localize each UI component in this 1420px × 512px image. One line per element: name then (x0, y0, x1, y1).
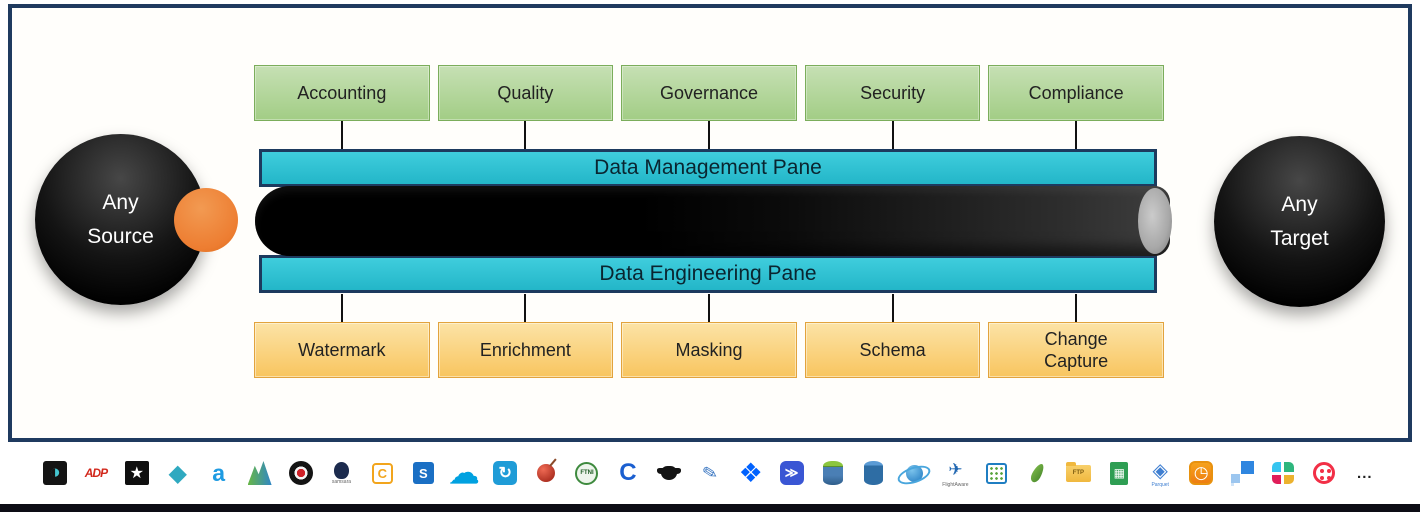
engineering-function-box-cell: Schema (804, 294, 981, 378)
pipe-end-cap (1138, 188, 1172, 254)
leaf-logo (1024, 447, 1050, 499)
engineering-function-box-label: Enrichment (479, 339, 571, 360)
management-function-box-label: Accounting (297, 82, 387, 103)
engineering-function-box: Watermark (254, 322, 430, 378)
management-function-box: Security (804, 65, 981, 121)
sharepoint-logo: S (410, 447, 436, 499)
data-engineering-pane-label: Data Engineering Pane (599, 262, 817, 285)
connector-line (1075, 121, 1078, 149)
engineering-row: Watermark Enrichment Masking Schema Change C… (254, 294, 1164, 378)
connector-line (524, 121, 527, 149)
connector-line (524, 294, 527, 322)
connector-line (1075, 294, 1078, 322)
management-function-box-label: Quality (497, 82, 554, 103)
engineering-function-box-cell: Enrichment (437, 294, 614, 378)
disc-logo: ◑ (42, 447, 68, 499)
teal-diamond-logo: ◆ (168, 459, 187, 487)
engineering-function-box-label: Watermark (298, 339, 386, 360)
management-function-box: Accounting (254, 65, 430, 121)
any-target-node: Any Target (1214, 136, 1385, 307)
connector-line (891, 121, 894, 149)
parquet-logo: ◈Parquet (1151, 459, 1169, 488)
connector-line (340, 294, 343, 322)
blue-c-logo: C (619, 459, 637, 486)
management-function-box-cell: Quality (437, 65, 614, 149)
data-engineering-pane: Data Engineering Pane (259, 255, 1157, 293)
more-ellipsis: ... (1357, 464, 1373, 482)
dropbox-logo: ❖ (738, 457, 763, 488)
engineering-function-box-cell: Masking (621, 294, 797, 378)
scan-frame-logo (984, 447, 1010, 499)
management-function-box-label: Security (860, 82, 926, 103)
spreadsheet-logo: ▦ (1106, 447, 1132, 499)
any-source-label: Any Source (87, 190, 154, 248)
connector-line (707, 294, 710, 322)
ftp-folder-logo: FTP (1065, 447, 1091, 499)
management-function-box: Quality (437, 65, 614, 121)
engineering-function-box-label: Schema (859, 339, 926, 360)
slack-logo (1270, 447, 1296, 499)
sync-arrow-logo: ↻ (492, 447, 518, 499)
blue-tiles-logo (1229, 447, 1255, 499)
management-function-box-label: Compliance (1028, 82, 1124, 103)
monkey-logo (656, 447, 682, 499)
management-function-box-cell: Governance (621, 65, 797, 149)
ftni-logo: FTNI (574, 447, 600, 499)
bottom-bar (0, 504, 1420, 512)
engineering-function-box: Schema (804, 322, 981, 378)
management-function-box-cell: Security (804, 65, 981, 149)
flightaware-logo: ✈FlightAware (942, 460, 969, 488)
engineering-function-box: Change Capture (988, 322, 1164, 378)
engineering-function-box-label: Change Capture (1044, 328, 1109, 372)
source-accent-circle (174, 188, 238, 252)
engineering-function-box-label: Masking (675, 339, 743, 360)
green-lid-database-logo (820, 447, 846, 499)
adp-logo: ADP (84, 466, 108, 480)
mountain-chart-logo (247, 447, 273, 499)
clock-app-logo: ◷ (1188, 447, 1214, 499)
samsara-logo: samsara (328, 447, 354, 499)
connector-line (891, 294, 894, 322)
blue-swirl-logo: a (212, 459, 226, 486)
connector-line (340, 121, 343, 149)
engineering-function-box: Enrichment (437, 322, 614, 378)
management-row: Accounting Quality Governance Security Compl… (254, 65, 1164, 149)
engineering-function-box: Masking (621, 322, 797, 378)
data-pipe (255, 186, 1172, 256)
orange-c-logo: C (369, 447, 395, 499)
data-management-pane: Data Management Pane (259, 149, 1157, 187)
planet-ring-logo (901, 447, 927, 499)
connector-line (707, 121, 710, 149)
engineering-function-box-cell: Change Capture (988, 294, 1164, 378)
quill-logo: ✎ (700, 461, 720, 484)
engineering-function-box-cell: Watermark (254, 294, 430, 378)
salesforce-cloud-logo: ☁ (449, 456, 480, 490)
any-target-label: Any Target (1270, 192, 1329, 250)
twilio-logo (1311, 447, 1337, 499)
star-logo: ★ (124, 447, 150, 499)
data-management-pane-label: Data Management Pane (594, 156, 822, 179)
management-function-box: Governance (621, 65, 797, 121)
management-function-box: Compliance (988, 65, 1164, 121)
red-ball-logo (533, 447, 559, 499)
send-arrow-logo: ≫ (779, 447, 805, 499)
blue-database-logo (860, 447, 886, 499)
management-function-box-label: Governance (659, 82, 759, 103)
management-function-box-cell: Compliance (988, 65, 1164, 149)
management-function-box-cell: Accounting (254, 65, 430, 149)
target-rings-logo (288, 447, 314, 499)
